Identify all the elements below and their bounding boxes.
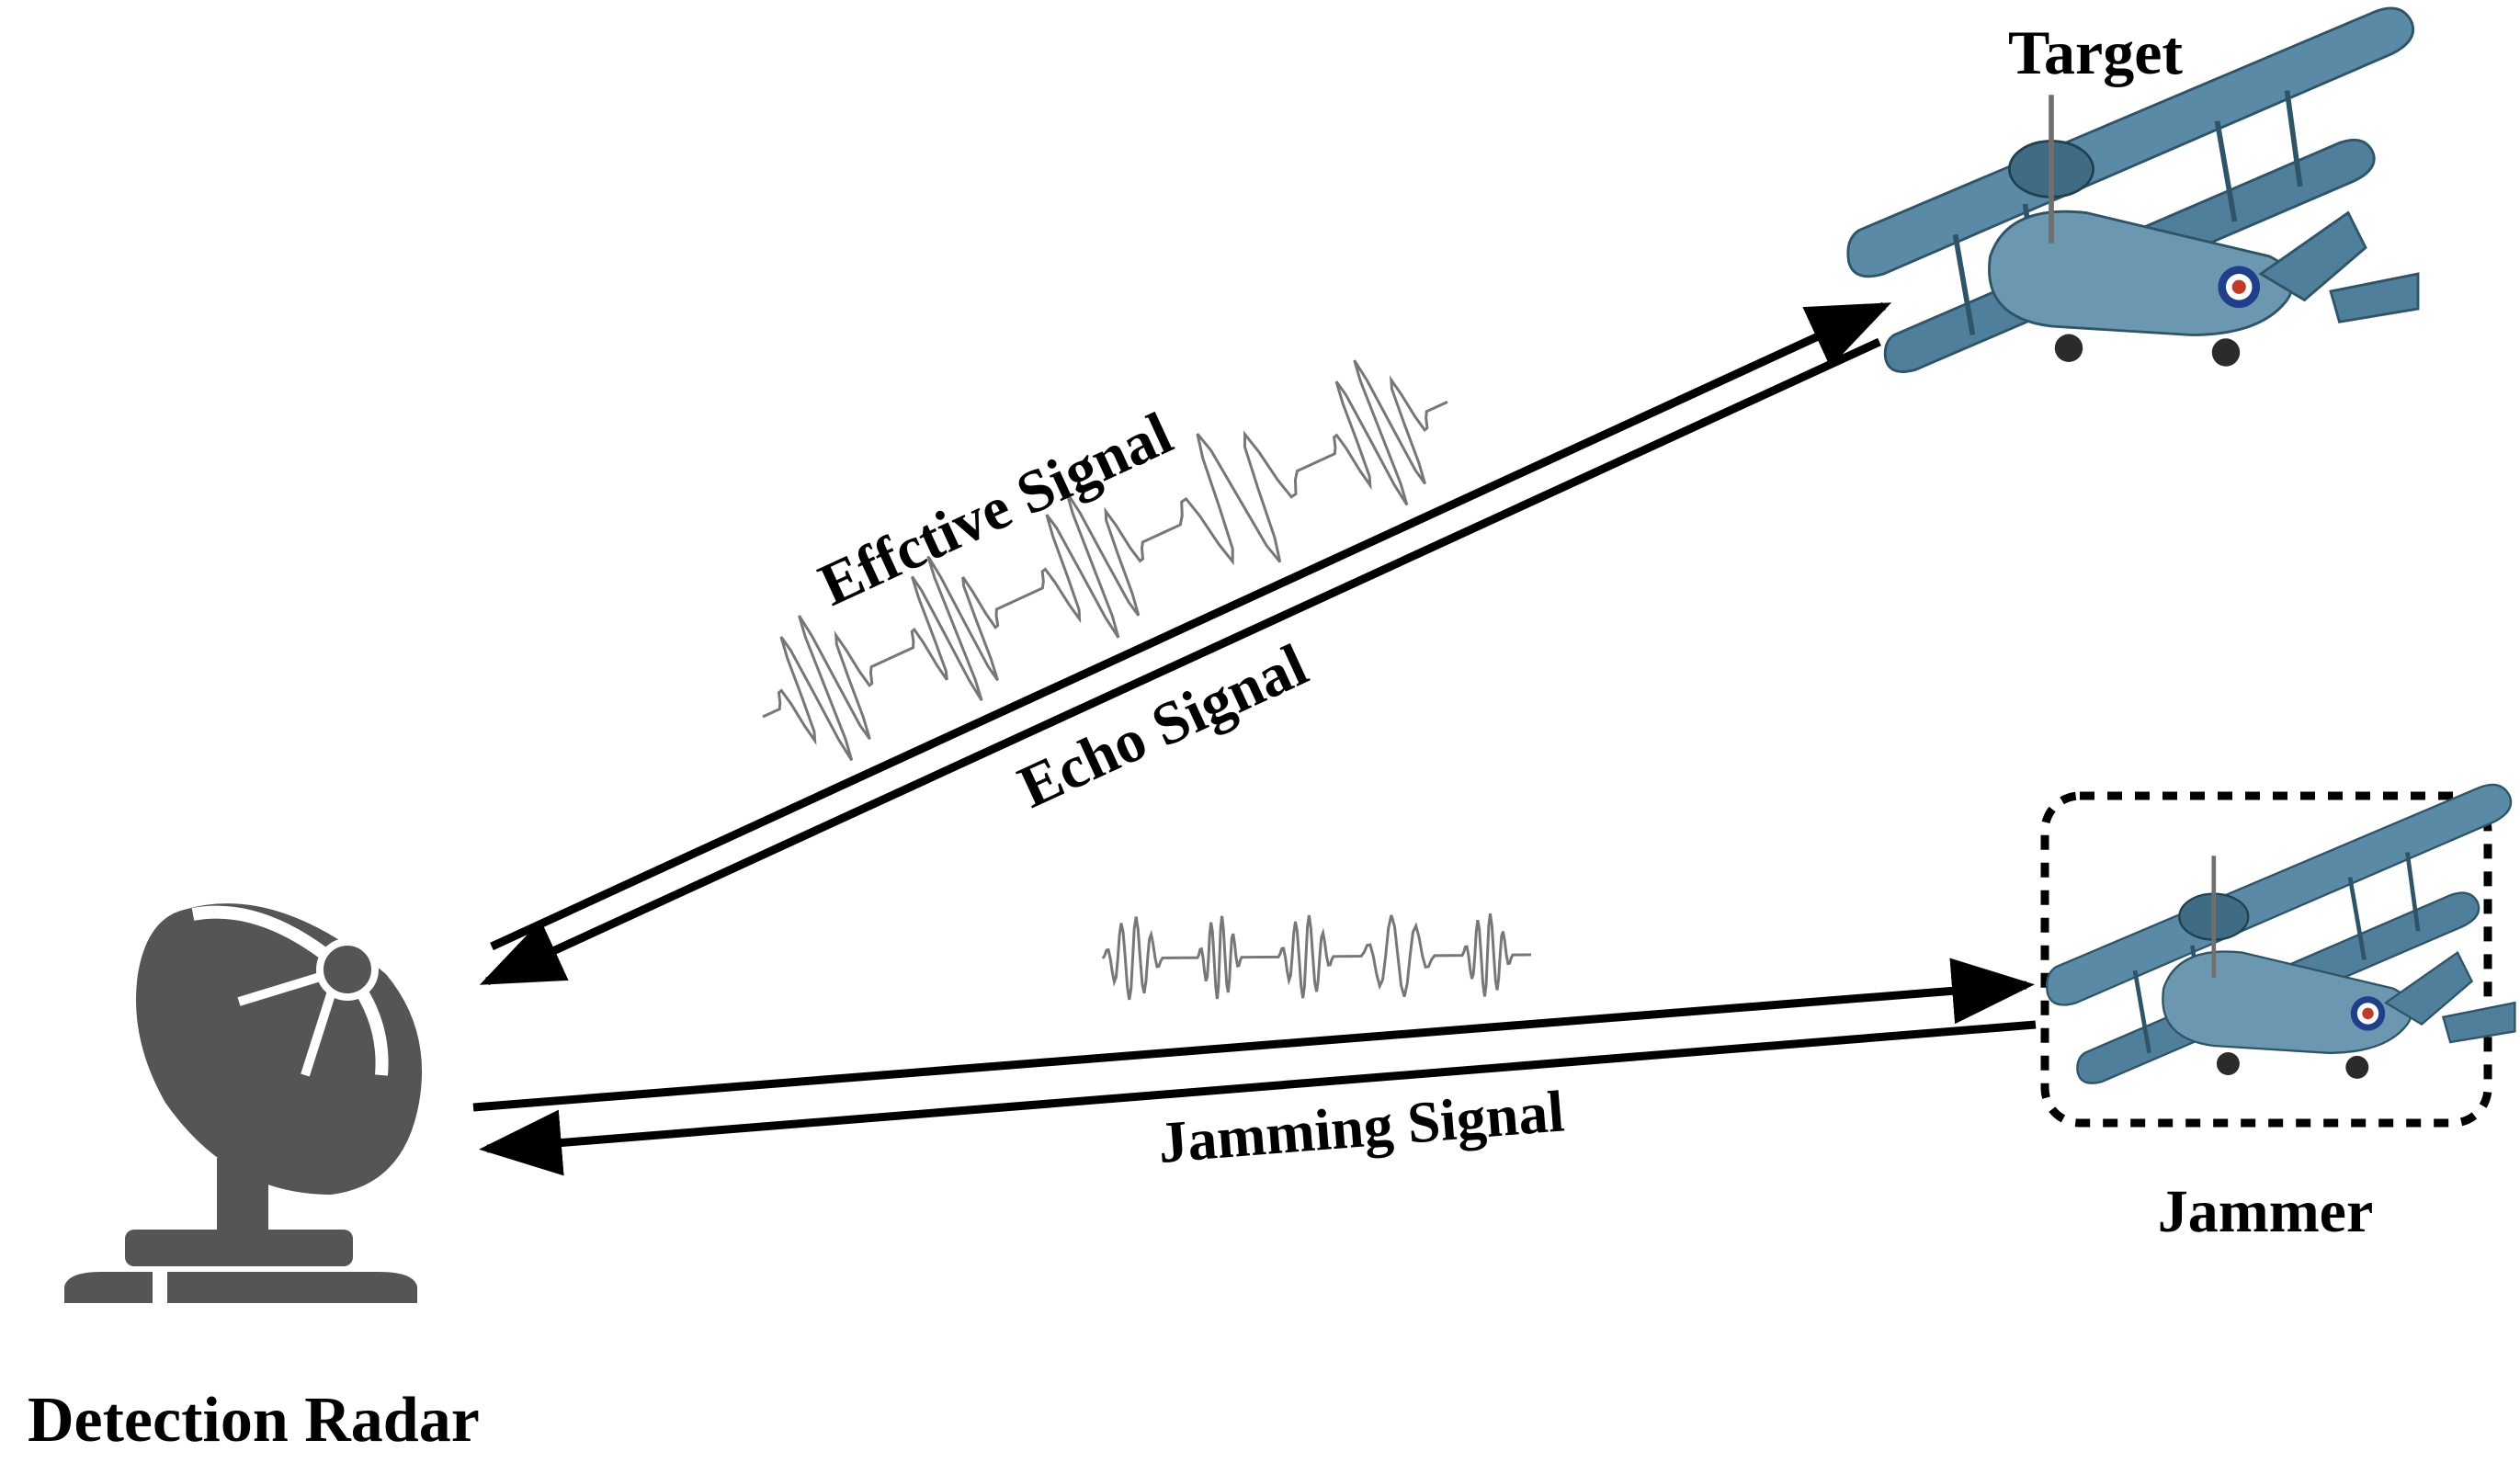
echo-signal-arrow <box>479 337 1881 986</box>
biplane-icon <box>2047 785 2514 1083</box>
radar-label: Detection Radar <box>28 1385 480 1456</box>
jamming-signal-arrow <box>479 1020 2037 1176</box>
jammer-label: Jammer <box>2158 1178 2374 1245</box>
jammer-dashed-frame <box>2040 791 2492 1128</box>
effective-signal-arrow <box>490 301 1892 951</box>
effective-signal-label: Effctive Signal <box>810 400 1182 619</box>
effective-signal-waveform <box>762 359 1448 762</box>
radar-dish-icon <box>64 903 423 1303</box>
jamming-signal-waveform <box>1101 913 1531 1001</box>
jammer-aircraft <box>2047 785 2514 1083</box>
radar-to-jammer-arrow <box>472 958 2035 1112</box>
target-label: Target <box>2008 17 2183 87</box>
echo-signal-label: Echo Signal <box>1009 631 1317 822</box>
